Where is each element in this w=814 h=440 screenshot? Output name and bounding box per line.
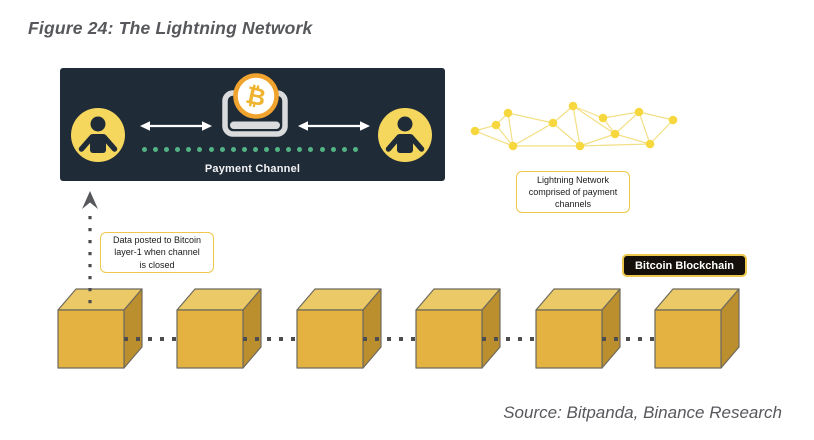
network-node — [470, 126, 480, 136]
network-node — [575, 141, 585, 151]
network-node — [634, 107, 644, 117]
bitcoin-coin-icon: ₿ — [233, 73, 279, 119]
green-dot — [230, 146, 236, 152]
green-dot — [252, 146, 258, 152]
network-node — [568, 101, 578, 111]
green-dot — [153, 146, 159, 152]
callout-line: is closed — [139, 259, 175, 270]
block-cube — [296, 288, 382, 369]
source-caption: Source: Bitpanda, Binance Research — [503, 403, 782, 422]
figure-title: Figure 24: The Lightning Network — [28, 18, 313, 38]
callout-line: comprised of payment — [528, 186, 618, 197]
green-dot — [241, 146, 247, 152]
green-dot — [341, 146, 347, 152]
arrow-right-icon — [298, 121, 370, 131]
block-cube — [654, 288, 740, 369]
callout-line: Data posted to Bitcoin — [112, 235, 202, 246]
network-node — [668, 115, 678, 125]
network-node — [491, 120, 501, 130]
green-dot — [308, 146, 314, 152]
payment-channel-label: Payment Channel — [204, 163, 301, 175]
green-dot — [175, 146, 181, 152]
callout-line: channels — [554, 199, 592, 210]
green-dot — [208, 146, 214, 152]
green-dot — [197, 146, 203, 152]
network-node — [610, 129, 620, 139]
callout-line: layer-1 when channel — [114, 247, 200, 258]
network-node — [508, 141, 518, 151]
arrow-left-icon — [140, 121, 212, 131]
green-dot — [219, 146, 225, 152]
green-dot — [164, 146, 170, 152]
network-node — [598, 113, 608, 123]
green-dot — [264, 146, 270, 152]
green-dot — [275, 146, 281, 152]
channel-dots — [142, 146, 358, 152]
lightning-network-callout: Lightning Network comprised of payment c… — [516, 171, 630, 213]
user-icon-right — [378, 108, 432, 162]
user-icon-left — [71, 108, 125, 162]
green-dot — [142, 146, 147, 152]
block-cube — [57, 288, 143, 369]
green-dot — [297, 146, 303, 152]
payment-channel-panel: ₿ Payment Channel — [60, 68, 445, 181]
block-cube — [535, 288, 621, 369]
green-dot — [186, 146, 192, 152]
callout-line: Lightning Network — [536, 174, 610, 185]
network-node — [645, 139, 655, 149]
lightning-network-graph — [470, 101, 678, 151]
green-dot — [286, 146, 292, 152]
block-cube — [176, 288, 262, 369]
up-arrowhead — [82, 191, 98, 209]
green-dot — [319, 146, 325, 152]
block-cube — [415, 288, 501, 369]
green-dot — [352, 146, 358, 152]
network-node — [503, 108, 513, 118]
blockchain-cubes — [57, 288, 740, 369]
data-posted-callout: Data posted to Bitcoin layer-1 when chan… — [100, 232, 214, 273]
bitcoin-blockchain-badge: Bitcoin Blockchain — [622, 254, 747, 277]
up-arrow-dotted — [82, 191, 98, 304]
green-dot — [330, 146, 336, 152]
network-node — [548, 118, 558, 128]
